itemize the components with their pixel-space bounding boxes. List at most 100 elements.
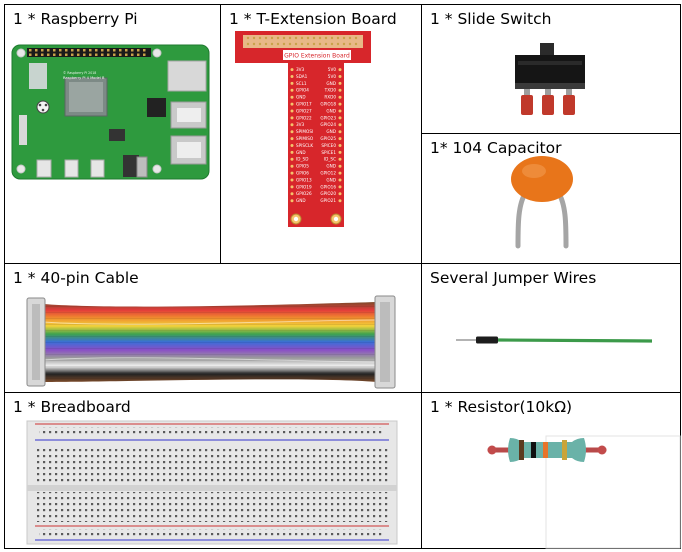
pin-hole [338,192,342,196]
cell-jumper-wires: Several Jumper Wires [422,264,680,392]
pin-hole [290,171,294,175]
raspberry-pi-board-subtext: © Raspberry Pi 2018 [63,71,96,75]
pin-hole [338,171,342,175]
raspberry-pi-board-text: Raspberry Pi 4 Model B [63,76,105,80]
breadboard-label: 1 * Breadboard [13,398,131,416]
pin-hole [290,178,294,182]
t-extension-image: GPIO Extension Board 3V3SDA1SCL1GPIO4GND… [235,31,371,227]
pin-label-right: SPICE1 [321,150,336,155]
table-border-right [680,4,681,549]
pin-label-left: SPISCLK [296,143,313,148]
cable-label: 1 * 40-pin Cable [13,269,139,287]
pin-label-left: GPIO6 [296,171,309,176]
pin-label-right: GPIO24 [320,122,336,127]
pin-label-left: SPIMISO [296,136,314,141]
table-border-row2 [4,392,681,393]
pin-hole [290,130,294,134]
pin-hole [338,130,342,134]
pin-label-left: GPIO19 [296,184,312,189]
pin-hole [338,102,342,106]
cell-breadboard: 1 * Breadboard [5,393,421,548]
pin-label-left: GPIO4 [296,88,309,93]
table-border-top [4,4,681,5]
raspberry-pi-image: Raspberry Pi 4 Model B © Raspberry Pi 20… [11,44,210,180]
pin-label-right: GND [326,164,336,169]
pin-hole [338,95,342,99]
breadboard-image [26,420,398,545]
cell-slide-switch: 1 * Slide Switch [422,5,680,133]
table-border-row1 [4,263,681,264]
pin-label-right: TXD0 [324,88,337,93]
capacitor-image [511,156,573,249]
pin-label-right: GPIO23 [320,115,336,120]
pin-label-right: GPIO20 [320,191,336,196]
pin-label-right: ID_SC [324,157,336,162]
pin-hole [290,192,294,196]
cell-t-extension-board: 1 * T-Extension Board GPIO Extension Boa… [221,5,421,263]
pin-hole [290,109,294,113]
pin-hole [290,164,294,168]
pin-label-right: GND [326,81,336,86]
pin-hole [290,123,294,127]
pin-label-right: GND [326,177,336,182]
table-border-bottom [4,548,681,549]
pin-hole [290,75,294,78]
pin-hole [338,81,342,85]
pin-label-right: GPIO18 [320,102,336,107]
pin-label-left: GPIO26 [296,191,312,196]
pin-label-left: GPIO27 [296,108,312,113]
pin-label-right: RXD0 [324,95,336,100]
pin-hole [290,81,294,85]
pin-label-right: GND [326,108,336,113]
pin-label-left: SPIMOSI [296,129,313,134]
cell-resistor: 1 * Resistor(10kΩ) [422,393,681,549]
table-border-col1 [220,4,221,264]
t-extension-pins-right: 5V05V0GNDTXD0RXD0GPIO18GNDGPIO23GPIO24GN… [320,67,342,203]
pin-hole [290,157,294,161]
cell-raspberry-pi: 1 * Raspberry Pi [5,5,220,263]
pin-hole [338,157,342,161]
pin-hole [338,144,342,147]
jumper-wires-label: Several Jumper Wires [430,269,597,287]
pin-hole [338,88,342,92]
resistor-image [487,435,681,549]
cell-capacitor: 1* 104 Capacitor [422,134,680,263]
pin-hole [290,88,294,92]
pin-hole [290,150,294,154]
pin-label-right: GPIO12 [320,171,336,176]
pin-hole [290,199,294,203]
pin-hole [338,123,342,127]
pin-hole [290,137,294,141]
pin-label-left: GPIO13 [296,177,312,182]
pin-label-left: ID_SD [296,157,308,162]
capacitor-label: 1* 104 Capacitor [430,139,562,157]
cable-image [26,295,396,389]
pin-label-left: GPIO22 [296,115,312,120]
pin-hole [290,144,294,147]
pin-label-left: GND [296,150,306,155]
pin-label-right: GND [326,129,336,134]
pin-hole [338,68,342,72]
pin-hole [338,178,342,182]
pin-hole [338,137,342,141]
pin-label-left: GND [296,95,306,100]
slide-switch-image [515,43,585,115]
pin-hole [338,75,342,78]
table-border-left [4,4,5,549]
pin-hole [290,102,294,106]
pin-label-left: GPIO17 [296,102,312,107]
pin-hole [338,199,342,203]
jumper-wire-image [456,336,653,344]
t-extension-board-title: GPIO Extension Board [284,53,350,60]
pin-label-right: GPIO21 [320,198,336,203]
slide-switch-label: 1 * Slide Switch [430,10,552,28]
pin-hole [338,116,342,120]
pin-label-left: 3V3 [296,122,305,127]
pin-hole [338,185,342,189]
pin-label-right: GPIO25 [320,136,336,141]
pin-label-left: GPIO5 [296,164,309,169]
pin-label-left: SCL1 [296,81,307,86]
t-extension-label: 1 * T-Extension Board [229,10,397,28]
pin-label-right: SPICE0 [321,143,336,148]
